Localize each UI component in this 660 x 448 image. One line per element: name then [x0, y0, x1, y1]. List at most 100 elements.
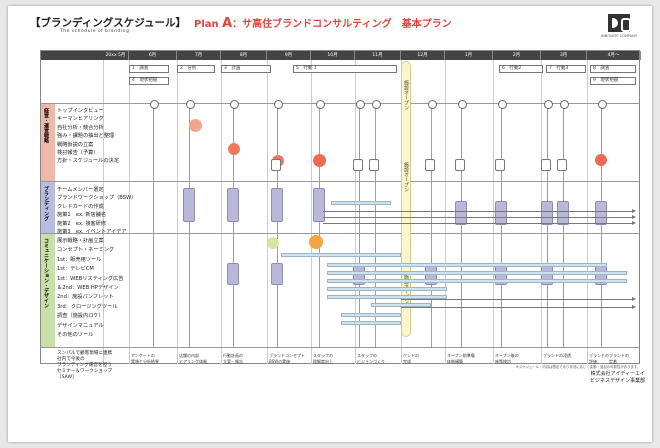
meeting-card: [369, 159, 379, 171]
workshop-block: [557, 201, 569, 225]
branding-items: チームメンバー選定ブランドワークショップ（BSW）クレドカードの作成施策1 ex…: [57, 187, 137, 236]
meeting-card: [425, 159, 435, 171]
phase-outcome-note: ブランドの浸透: [543, 353, 571, 358]
workshop-block: [455, 201, 467, 225]
month-label: 20xx 5月: [103, 51, 129, 60]
meeting-card: [353, 159, 363, 171]
plan-title: Plan A：サ高住ブランドコンサルティング 基本プラン: [194, 16, 452, 31]
workshop-block: [495, 201, 507, 225]
milestone-line: [186, 100, 195, 347]
milestone-dot: [595, 154, 607, 166]
workshop-block: [227, 188, 239, 222]
section-divider: [41, 181, 639, 182]
phase-outcome-note: 店舗の内部 ヒアリング体制: [179, 353, 207, 364]
milestone-dot: [189, 119, 202, 132]
task-bar: [281, 253, 401, 257]
timeline-arrow: [401, 305, 636, 309]
phase-outcome-note: オープン前準備 体制構築: [447, 353, 475, 364]
timeline-arrow: [323, 209, 636, 213]
workshop-block: [183, 188, 195, 222]
month-gridline: [587, 60, 588, 364]
timeline-arrow: [401, 297, 636, 301]
task-bar: [327, 263, 607, 267]
page-subtitle: The schedule of branding: [60, 29, 130, 34]
task-bar: [371, 303, 431, 307]
phase-outcome-note: ブランドコンセプト BSWの実施: [269, 353, 305, 364]
milestone-line: [560, 100, 569, 347]
company-info: 株式会社アイディーエイ ビジネスデザイン事業部: [590, 371, 646, 384]
month-gridline: [311, 60, 312, 364]
month-label: 10月: [311, 51, 355, 60]
month-label: 2月: [493, 51, 541, 60]
month-label: 7月: [177, 51, 221, 60]
month-label: 8月: [221, 51, 267, 60]
month-gridline: [129, 60, 130, 364]
task-bar: [327, 287, 447, 291]
phase-1: 1 調査: [129, 65, 169, 73]
milestone-line: [274, 100, 283, 347]
milestone-line: [356, 100, 365, 347]
milestone-dot: [313, 154, 326, 167]
milestone-dot: [228, 143, 240, 155]
milestone-dot: [309, 235, 323, 249]
meeting-card: [495, 159, 505, 171]
category-strategy: 経営・運営戦略: [41, 104, 55, 181]
phase-2: 2 分析: [177, 65, 215, 73]
category-branding: ブランディング: [41, 182, 55, 233]
page-title: 【ブランディングスケジュール】: [30, 17, 187, 29]
category-communication: コミュニケーション・デザイン: [41, 234, 55, 347]
phase-outcome-note: アンケートの 実施と分析結果: [131, 353, 159, 364]
logo-caption: INNOVATE COMPANY: [601, 34, 637, 38]
phase-outcome-note: オープン後の 施策検討: [495, 353, 519, 364]
task-bar: [341, 313, 401, 317]
workshop-block: [271, 188, 283, 222]
month-label: 9月: [267, 51, 311, 60]
meeting-card: [541, 159, 551, 171]
phase-3: 3 計画: [221, 65, 271, 73]
phase-8: 8 調査: [590, 65, 636, 73]
phase-outcome-note: スタッフの ビジョンづくり: [357, 353, 385, 364]
milestone-line: [598, 100, 607, 347]
month-label: 4月～: [587, 51, 641, 60]
section-divider: [41, 103, 639, 104]
task-bar: [327, 271, 627, 275]
phase-outcome-note: ブランドの 評価: [589, 353, 609, 364]
milestone-line: [150, 100, 159, 347]
task-bar: [327, 295, 447, 299]
plan-letter: A: [222, 16, 233, 31]
milestone-line: [544, 100, 553, 347]
section-divider: [41, 233, 639, 234]
timeline-arrow: [323, 221, 636, 225]
workshop-block: [541, 201, 553, 225]
meeting-card: [271, 159, 281, 171]
design-block: [227, 263, 239, 285]
task-bar: [341, 321, 401, 325]
seminar-note: スンパルで顧客現場に連携社内で今後のブランディング運営を担うセミナー＆ワークショ…: [57, 351, 113, 380]
schedule-sheet: 【ブランディングスケジュール】 The schedule of branding…: [8, 6, 652, 442]
task-bar: [331, 201, 391, 205]
month-gridline: [177, 60, 178, 364]
strategy-items: トップインタビューキーマンヒアリング自社分析・競合分析強み・課題の抽出と整理戦略…: [57, 108, 119, 165]
milestone-dot: [267, 237, 279, 249]
timeline-arrow: [323, 215, 636, 219]
phase-5: 5 行動 1: [293, 65, 397, 73]
phase-outcome-note: ブランドの 定着: [609, 353, 629, 364]
phase-outcome-note: スタッフの 理解度向上: [313, 353, 333, 364]
month-label: 6月: [129, 51, 177, 60]
milestone-line: [428, 100, 437, 347]
phase-4: 4 現状把握: [129, 77, 169, 85]
month-label: 11月: [355, 51, 401, 60]
phase-6: 6 行動2: [499, 65, 543, 73]
month-gridline: [267, 60, 268, 364]
milestone-line: [230, 100, 239, 347]
month-label: 1月: [445, 51, 493, 60]
section-divider: [41, 347, 639, 348]
milestone-line: [372, 100, 381, 347]
meeting-card: [455, 159, 465, 171]
milestone-line: [458, 100, 467, 347]
month-label: 3月: [541, 51, 587, 60]
meeting-card: [557, 159, 567, 171]
